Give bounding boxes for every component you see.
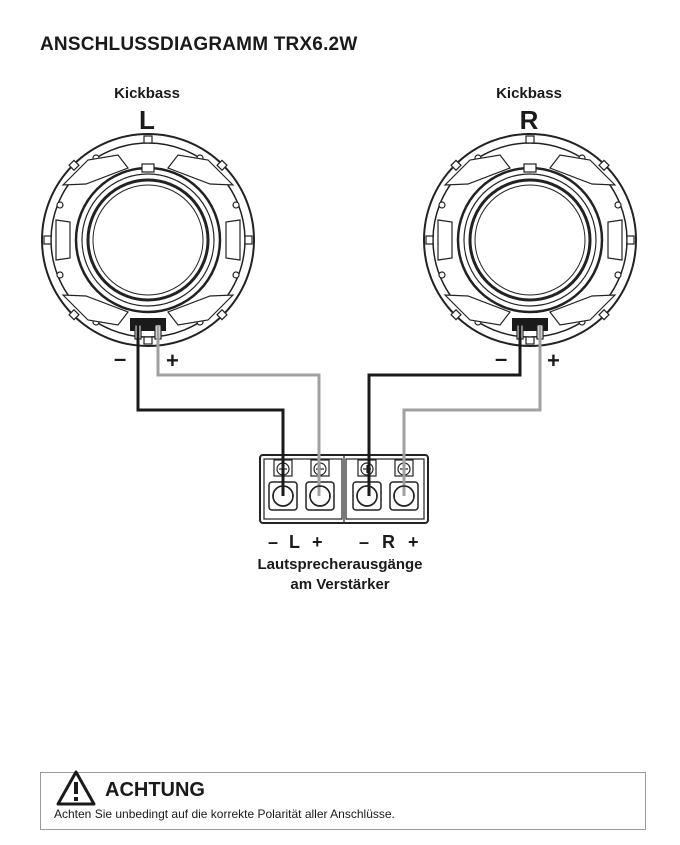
right-channel-label: R bbox=[519, 105, 539, 135]
left-speaker-label: Kickbass bbox=[114, 85, 180, 102]
left-speaker-plus: + bbox=[166, 348, 179, 373]
left-negative-wire bbox=[136, 325, 285, 496]
amp-right-channel: R bbox=[382, 532, 395, 552]
right-speaker bbox=[422, 132, 638, 348]
amp-right-plus: + bbox=[408, 532, 419, 552]
left-speaker bbox=[40, 132, 256, 348]
warning-text: Achten Sie unbedingt auf die korrekte Po… bbox=[54, 807, 395, 821]
left-positive-wire bbox=[156, 325, 321, 496]
left-channel-label: L bbox=[139, 105, 155, 135]
diagram-title: ANSCHLUSSDIAGRAMM TRX6.2W bbox=[40, 34, 358, 55]
amp-left-plus: + bbox=[312, 532, 323, 552]
amp-left-minus: – bbox=[268, 532, 279, 552]
right-speaker-label: Kickbass bbox=[496, 85, 562, 102]
right-positive-wire bbox=[402, 325, 542, 496]
amplifier-terminal-block bbox=[259, 454, 429, 524]
right-speaker-plus: + bbox=[547, 348, 560, 373]
right-speaker-minus: – bbox=[495, 346, 508, 371]
amp-right-minus: – bbox=[359, 532, 370, 552]
right-negative-wire bbox=[367, 325, 522, 496]
left-speaker-minus: – bbox=[114, 346, 127, 371]
warning-icon bbox=[56, 770, 96, 806]
warning-title: ACHTUNG bbox=[105, 779, 205, 801]
amp-left-channel: L bbox=[289, 532, 300, 552]
amp-outputs-sublabel: am Verstärker bbox=[290, 576, 390, 593]
warning-box: ACHTUNG Achten Sie unbedingt auf die kor… bbox=[40, 770, 646, 830]
amp-outputs-label: Lautsprecherausgänge bbox=[257, 556, 423, 573]
